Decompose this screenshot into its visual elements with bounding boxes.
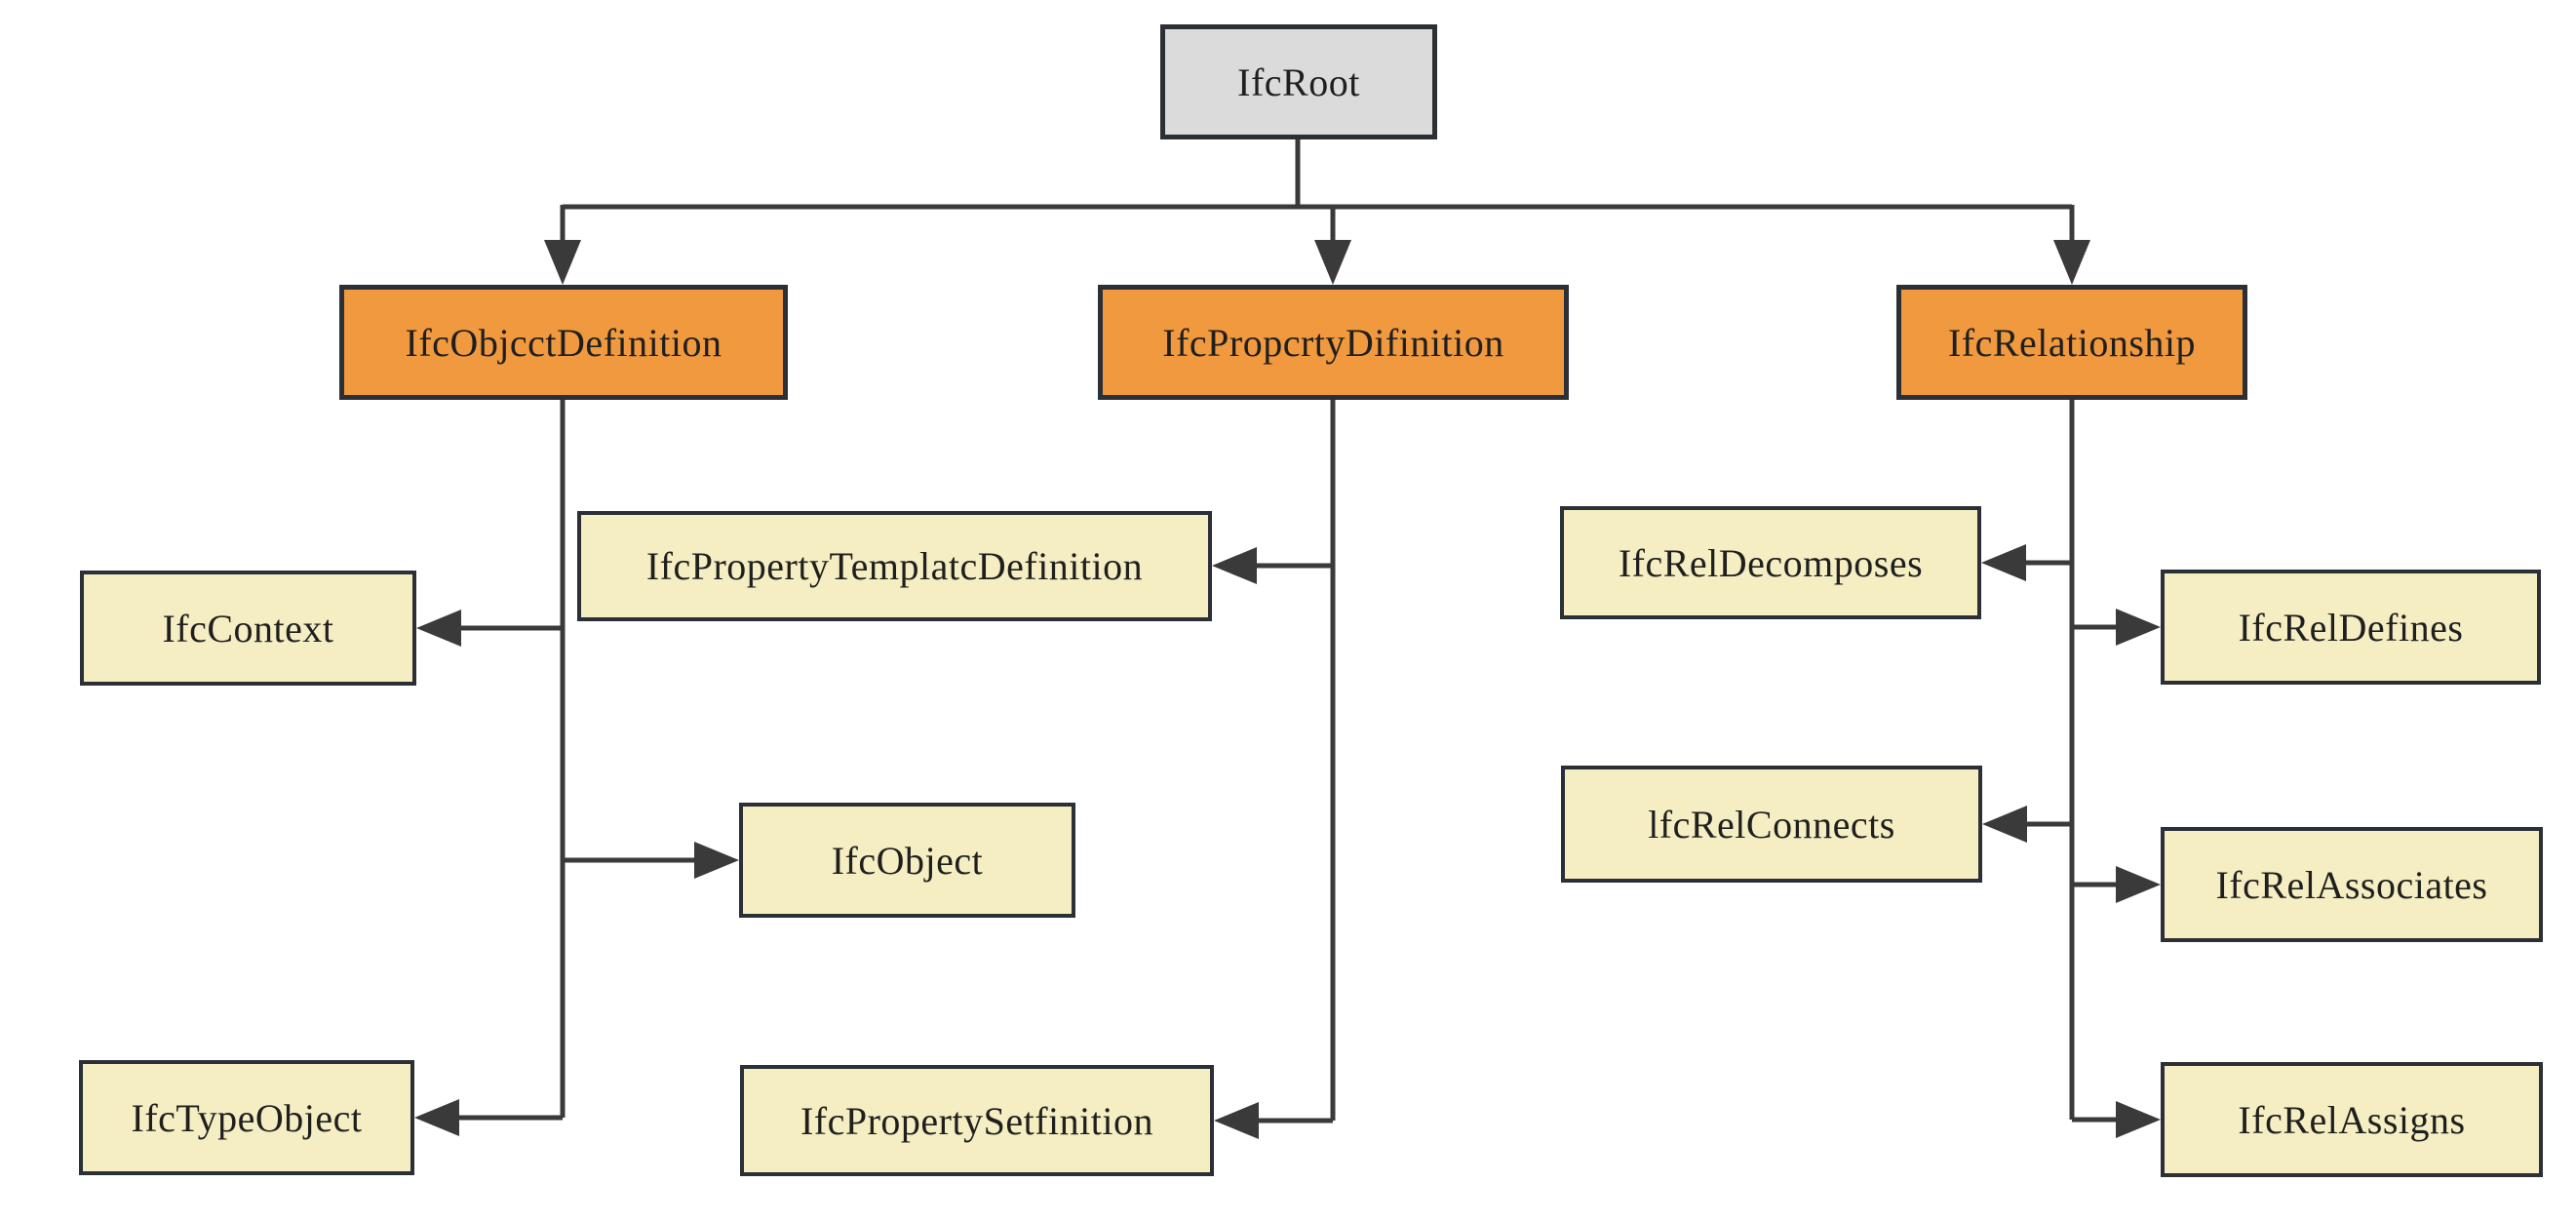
arrowhead-right — [2116, 866, 2161, 903]
arrowhead-left — [1982, 806, 2027, 843]
node-label: IfcPropcrtyDifinition — [1162, 320, 1504, 365]
node-label: IfcPropertyTemplatcDefinition — [645, 544, 1144, 588]
node-label: lfcRelConnects — [1648, 802, 1895, 847]
node-ifcpropertydefinition: IfcPropcrtyDifinition — [1098, 285, 1569, 400]
edge-distribution — [560, 204, 2075, 210]
node-ifcreldefines: IfcRelDefines — [2161, 570, 2541, 685]
node-label: IfcObjcctDefinition — [405, 320, 722, 365]
arrowhead-down — [1314, 240, 1351, 285]
node-label: IfcPropertySetfinition — [800, 1098, 1154, 1143]
node-label: IfcRoot — [1237, 59, 1360, 104]
arrowhead-left — [414, 1099, 459, 1136]
node-label: IfcRelDecomposes — [1618, 540, 1924, 585]
arrowhead-left — [1981, 544, 2026, 581]
node-ifcrelationship: IfcRelationship — [1896, 285, 2247, 400]
arrowhead-right — [694, 842, 739, 879]
arrowhead-right — [2116, 609, 2161, 646]
arrowhead-right — [2116, 1101, 2161, 1138]
arrowhead-left — [1212, 547, 1257, 584]
node-label: IfcRelationship — [1947, 320, 2197, 365]
arrowhead-left — [1214, 1102, 1259, 1139]
node-ifcpropertytemplatedefinition: IfcPropertyTemplatcDefinition — [577, 511, 1212, 621]
node-label: IfcRelAssigns — [2238, 1097, 2466, 1142]
node-ifcobject: IfcObject — [739, 803, 1075, 918]
node-ifcpropertysetdefinition: IfcPropertySetfinition — [740, 1065, 1214, 1176]
node-ifcrelconnects: lfcRelConnects — [1561, 766, 1982, 883]
node-ifcobjectdefinition: IfcObjcctDefinition — [339, 285, 788, 400]
node-ifcrelassociates: IfcRelAssociates — [2161, 827, 2543, 942]
node-label: IfcRelAssociates — [2215, 862, 2488, 907]
arrowhead-down — [544, 240, 581, 285]
node-ifctypeobject: IfcTypeObject — [79, 1060, 414, 1175]
node-ifcroot: IfcRoot — [1160, 24, 1437, 139]
arrowhead-left — [416, 610, 461, 647]
arrowhead-down — [2053, 240, 2090, 285]
node-label: IfcContext — [162, 606, 334, 650]
node-label: IfcTypeObject — [131, 1095, 363, 1140]
node-ifcrelassigns: IfcRelAssigns — [2161, 1062, 2543, 1177]
node-ifccontext: IfcContext — [80, 571, 416, 686]
node-label: IfcObject — [831, 838, 984, 883]
node-label: IfcRelDefines — [2238, 605, 2464, 650]
node-ifcreldecomposes: IfcRelDecomposes — [1560, 506, 1981, 619]
